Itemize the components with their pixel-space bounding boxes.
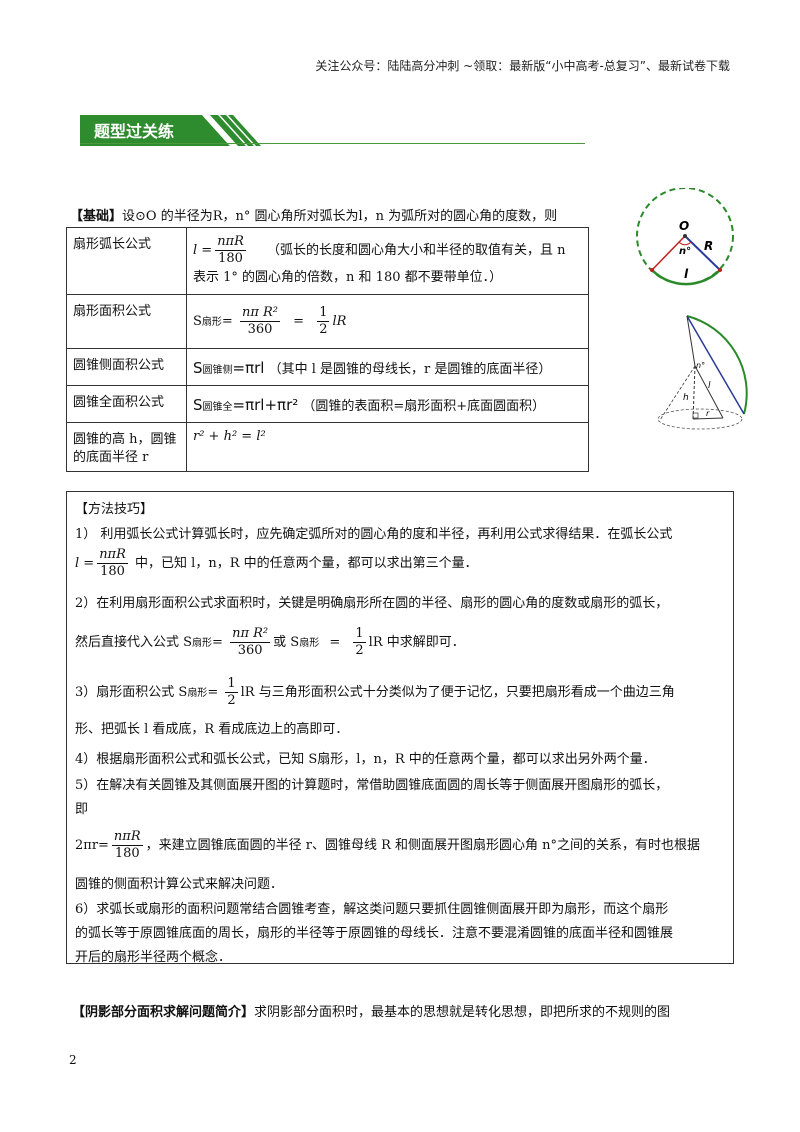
row-label: 圆锥全面积公式	[66, 385, 187, 423]
label-cone-h: h	[683, 393, 689, 403]
section-banner: 题型过关练	[80, 111, 585, 146]
banner-title: 题型过关练	[94, 122, 174, 141]
cone-figure: n° l h r	[657, 315, 748, 430]
label-l: l	[684, 267, 689, 281]
label-R: R	[704, 239, 713, 253]
label-cone-r: r	[706, 409, 710, 418]
method-p2a: 2）在利用扇形面积公式求面积时，关键是明确扇形所在圆的半径、扇形的圆心角的度数或…	[75, 596, 669, 611]
table-row: 圆锥的高 h，圆锥的底面半径 r r² + h² = l²	[66, 422, 589, 472]
intro-tag: 【基础】	[70, 209, 123, 224]
banner-underline	[80, 143, 585, 144]
method-p1a: 1） 利用弧长公式计算弧长时，应先确定弧所对的圆心角的度和半径，再利用公式求得结…	[75, 527, 673, 542]
shadow-tag: 【阴影部分面积求解问题简介】	[72, 1005, 255, 1020]
label-cone-l: l	[708, 381, 711, 391]
method-p6a: 6）求弧长或扇形的面积问题常结合圆锥考查，解这类问题只要抓住圆锥侧面展开即为扇形…	[75, 902, 669, 917]
method-p5d: 圆锥的侧面积计算公式来解决问题．	[75, 877, 284, 892]
method-p5b: 即	[75, 802, 89, 817]
method-p3b: 形、把弧长 l 看成底，R 看成底边上的高即可．	[75, 722, 349, 737]
page-number: 2	[69, 1053, 77, 1067]
shadow-text: 求阴影部分面积时，最基本的思想就是转化思想，即把所求的不规则的图	[254, 1005, 671, 1020]
sector-figure: O n° R l	[636, 188, 734, 286]
table-row: 圆锥全面积公式 S圆锥全=πrl+πr² （圆锥的表面积=扇形面积+底面圆面积）	[66, 385, 589, 423]
row-note: （弧长的长度和圆心角大小和半径的取值有关，且 n	[267, 242, 566, 258]
formula-lhs: l =	[193, 242, 213, 258]
methods-box: 【方法技巧】 1） 利用弧长公式计算弧长时，应先确定弧所对的圆心角的度和半径，再…	[66, 491, 734, 965]
method-p6c: 开后的扇形半径两个概念．	[75, 950, 232, 965]
row-note2: 表示 1° 的圆心角的倍数，n 和 180 都不要带单位．）	[193, 269, 503, 285]
row-label: 圆锥侧面积公式	[66, 348, 187, 386]
row-label: 圆锥的高 h，圆锥的底面半径 r	[66, 422, 187, 472]
page-header: 关注公众号：陆陆高分冲刺 ~领取：最新版“小中高考-总复习”、最新试卷下载	[315, 59, 730, 73]
shadow-intro: 【阴影部分面积求解问题简介】求阴影部分面积时，最基本的思想就是转化思想，即把所求…	[72, 1001, 670, 1020]
row-formula: r² + h² = l²	[186, 422, 589, 472]
row-formula: S圆锥侧=πrl （其中 l 是圆锥的母线长，r 是圆锥的底面半径）	[186, 348, 589, 386]
row-label: 扇形面积公式	[66, 294, 187, 349]
label-cone-angle: n°	[696, 361, 705, 370]
method-p5a: 5）在解决有关圆锥及其侧面展开图的计算题时，常借助圆锥底面圆的周长等于侧面展开图…	[75, 778, 669, 793]
row-label: 扇形弧长公式	[66, 227, 187, 295]
intro-text: 设⊙O 的半径为R，n° 圆心角所对弧长为l，n 为弧所对的圆心角的度数，则	[122, 209, 558, 224]
method-p6b: 的弧长等于原圆锥底面的周长，扇形的半径等于原圆锥的母线长．注意不要混淆圆锥的底面…	[75, 926, 674, 941]
label-O: O	[679, 219, 689, 233]
label-angle: n°	[679, 246, 691, 257]
intro-line: 【基础】设⊙O 的半径为R，n° 圆心角所对弧长为l，n 为弧所对的圆心角的度数…	[70, 205, 557, 224]
table-row: 圆锥侧面积公式 S圆锥侧=πrl （其中 l 是圆锥的母线长，r 是圆锥的底面半…	[66, 348, 589, 386]
methods-title: 【方法技巧】	[75, 502, 154, 517]
row-formula: S圆锥全=πrl+πr² （圆锥的表面积=扇形面积+底面圆面积）	[186, 385, 589, 423]
method-p4: 4）根据扇形面积公式和弧长公式，已知 S扇形，l，n，R 中的任意两个量，都可以…	[75, 752, 656, 767]
